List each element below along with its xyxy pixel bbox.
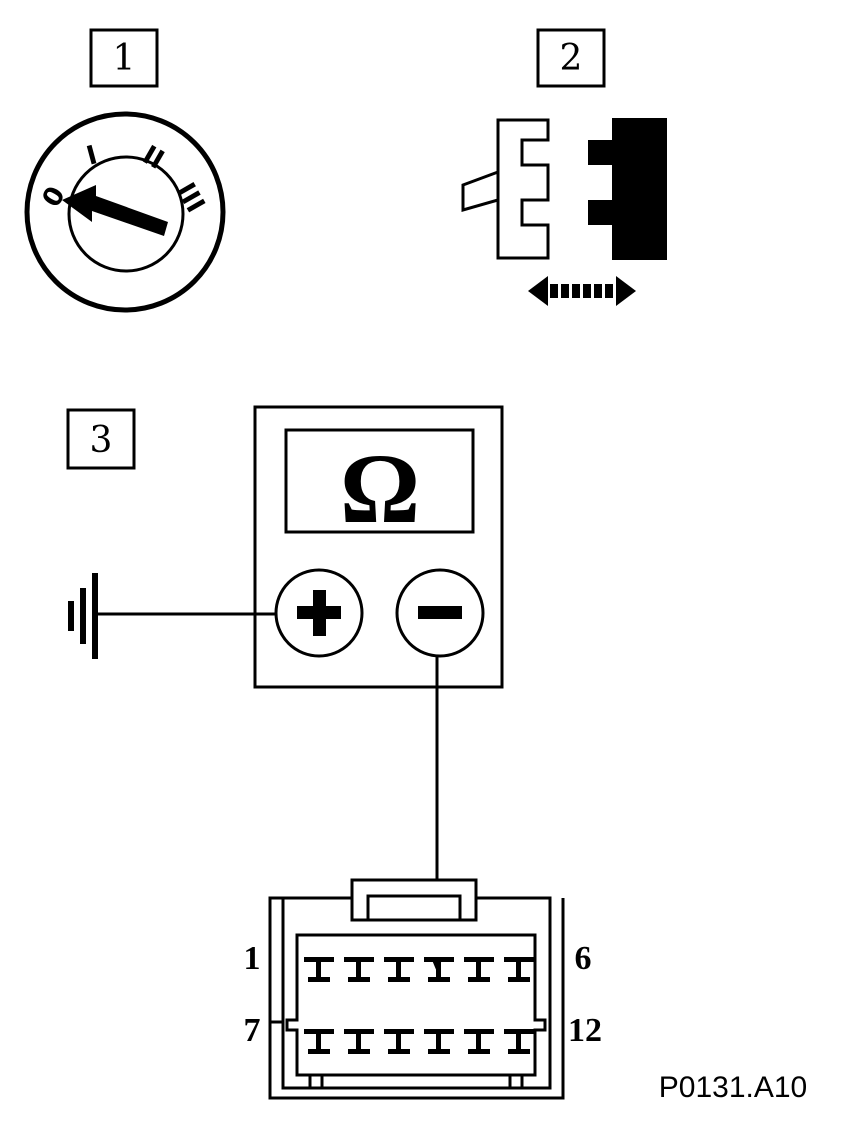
plug-half-white (496, 118, 550, 260)
socket-half-black (588, 118, 667, 260)
pin-label-7: 7 (244, 1012, 261, 1049)
pin-5 (464, 957, 494, 982)
pin-3 (384, 957, 414, 982)
pin-6 (504, 957, 534, 982)
step-3-box: 3 (66, 408, 136, 470)
pin-row-top (304, 957, 534, 982)
ground-icon (68, 573, 98, 659)
double-arrow-icon (528, 276, 636, 306)
step-1-label: 1 (113, 38, 136, 79)
ohmmeter-display (284, 428, 475, 534)
probe-tip (432, 960, 442, 972)
minus-terminal (395, 568, 485, 658)
connector-disconnect-icon (461, 118, 667, 306)
step-3-label: 3 (90, 420, 113, 461)
pin-9 (384, 1029, 414, 1054)
ignition-switch-icon: 0 I II III (24, 111, 226, 313)
pin-8 (344, 1029, 374, 1054)
pin-2 (344, 957, 374, 982)
plug-tab (461, 169, 500, 212)
ohm-symbol: Ω (340, 433, 420, 544)
plus-terminal (274, 568, 364, 658)
figure-code: P0131.A10 (659, 1071, 807, 1104)
ohmmeter: Ω (253, 405, 504, 689)
pin-row-bottom (304, 1029, 534, 1054)
step-2-box: 2 (536, 28, 606, 88)
pin-label-1: 1 (244, 940, 261, 977)
pin-12 (504, 1029, 534, 1054)
pin-4 (424, 957, 454, 982)
pin-1 (304, 957, 334, 982)
ignition-key-pointer (62, 185, 168, 236)
pin-label-6: 6 (575, 940, 592, 977)
step-1-box: 1 (89, 28, 159, 88)
pin-11 (464, 1029, 494, 1054)
pin-label-12: 12 (568, 1012, 602, 1049)
pin-7 (304, 1029, 334, 1054)
connector-face (268, 878, 565, 1100)
step-2-label: 2 (560, 38, 583, 79)
pin-10 (424, 1029, 454, 1054)
